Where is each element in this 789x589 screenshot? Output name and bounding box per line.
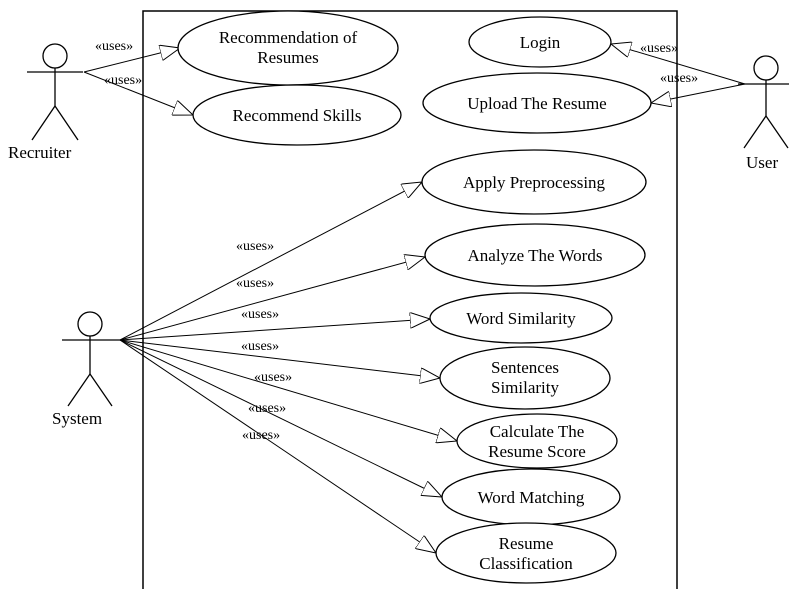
- svg-text:Similarity: Similarity: [491, 378, 560, 397]
- actor-label-system: System: [52, 409, 102, 428]
- assoc-system-matching: [119, 339, 442, 497]
- svg-text:Recommend Skills: Recommend Skills: [233, 106, 362, 125]
- uses-label: «uses»: [254, 370, 292, 385]
- svg-text:Resume Score: Resume Score: [488, 442, 586, 461]
- system-boundary: [142, 10, 678, 589]
- assoc-recruiter-skills: [83, 71, 193, 115]
- svg-text:Analyze The Words: Analyze The Words: [468, 246, 603, 265]
- uses-label: «uses»: [248, 401, 286, 416]
- actor-label-recruiter: Recruiter: [8, 143, 72, 162]
- usecase-analyze-words: Analyze The Words: [424, 223, 646, 287]
- uses-label: «uses»: [660, 71, 698, 86]
- actor-recruiter: [27, 43, 83, 141]
- svg-text:Sentences: Sentences: [491, 358, 559, 377]
- svg-text:Upload The Resume: Upload The Resume: [467, 94, 606, 113]
- uses-label: «uses»: [242, 428, 280, 443]
- actor-system: [62, 311, 120, 407]
- usecase-resume-classification: Resume Classification: [435, 522, 617, 584]
- uses-label: «uses»: [241, 339, 279, 354]
- assoc-system-analyze: [119, 257, 425, 341]
- uses-label: «uses»: [104, 73, 142, 88]
- uses-label: «uses»: [95, 39, 133, 54]
- svg-text:Classification: Classification: [479, 554, 573, 573]
- uses-label: «uses»: [236, 276, 274, 291]
- uses-label: «uses»: [241, 307, 279, 322]
- usecase-apply-preprocessing: Apply Preprocessing: [421, 149, 647, 215]
- assoc-user-upload: [651, 83, 746, 103]
- svg-text:Calculate The: Calculate The: [490, 422, 585, 441]
- svg-text:Word Matching: Word Matching: [478, 488, 585, 507]
- svg-text:Word Similarity: Word Similarity: [466, 309, 576, 328]
- uses-label: «uses»: [236, 239, 274, 254]
- svg-text:Apply Preprocessing: Apply Preprocessing: [463, 173, 606, 192]
- usecase-word-matching: Word Matching: [441, 468, 621, 526]
- usecase-sentences-similarity: Sentences Similarity: [439, 346, 611, 410]
- assoc-system-word-similarity: [119, 319, 430, 341]
- svg-text:Login: Login: [520, 33, 561, 52]
- svg-text:Resume: Resume: [499, 534, 554, 553]
- assoc-system-sentences: [119, 339, 440, 378]
- usecase-login: Login: [468, 16, 612, 68]
- assoc-system-preprocessing: [119, 182, 422, 341]
- assoc-recruiter-recommendation: [83, 48, 180, 73]
- assoc-system-score: [119, 339, 457, 441]
- actor-user: [738, 55, 789, 149]
- uses-label: «uses»: [640, 41, 678, 56]
- assoc-system-classification: [119, 339, 436, 553]
- usecase-word-similarity: Word Similarity: [429, 292, 613, 344]
- usecase-recommendation-of-resumes: Recommendation of Resumes: [177, 10, 399, 86]
- assoc-user-login: [611, 44, 746, 85]
- svg-text:Recommendation of: Recommendation of: [219, 28, 358, 47]
- usecase-upload-resume: Upload The Resume: [422, 72, 652, 134]
- actor-label-user: User: [746, 153, 778, 172]
- usecase-calculate-resume-score: Calculate The Resume Score: [456, 413, 618, 469]
- usecase-recommend-skills: Recommend Skills: [192, 84, 402, 146]
- svg-text:Resumes: Resumes: [257, 48, 318, 67]
